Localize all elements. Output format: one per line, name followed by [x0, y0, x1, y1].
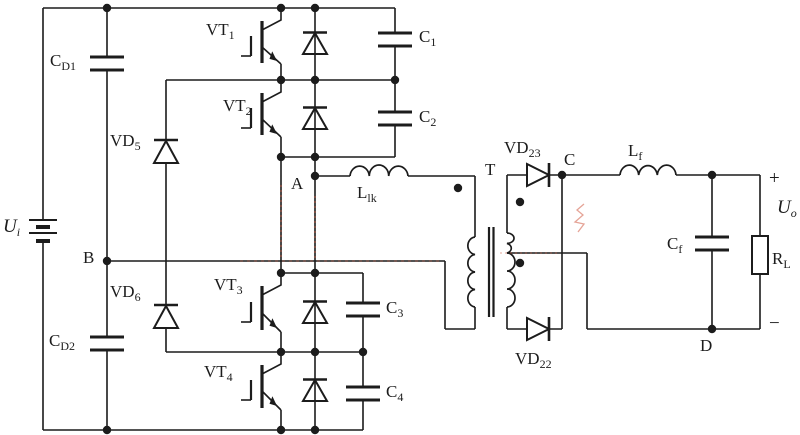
- transformer-t: [453, 183, 525, 317]
- diode-vt3-antiparallel: [301, 299, 329, 324]
- polarity-dot-secondary-top: [515, 197, 525, 207]
- label-node-b: B: [83, 248, 95, 267]
- label-vt1: VT1: [206, 20, 235, 42]
- polarity-dot-secondary-bottom: [515, 258, 525, 268]
- label-vt2: VT2: [223, 96, 252, 118]
- diode-vt1-antiparallel: [301, 30, 329, 55]
- label-vt3: VT3: [214, 275, 243, 297]
- label-plus: +: [769, 168, 780, 189]
- label-cd2: CD2: [49, 331, 76, 353]
- label-c1: C1: [419, 27, 437, 49]
- capacitor-cf: [695, 235, 729, 252]
- wires: [42, 7, 761, 431]
- label-cd1: CD1: [50, 51, 77, 73]
- label-vt4: VT4: [204, 362, 233, 384]
- label-llk: Llk: [357, 183, 377, 205]
- transformer-core: [487, 227, 495, 317]
- battery-ui: [29, 219, 57, 243]
- label-vd5: VD5: [110, 131, 141, 153]
- capacitor-c1: [378, 31, 412, 48]
- igbt-vt1: [241, 8, 282, 80]
- resistor-rl: [751, 235, 769, 275]
- label-c4: C4: [386, 382, 404, 404]
- capacitor-c3: [346, 301, 380, 318]
- diode-vd6: [152, 303, 180, 329]
- label-c3: C3: [386, 298, 404, 320]
- transformer-primary-winding: [467, 236, 476, 308]
- label-minus: −: [769, 313, 780, 334]
- label-node-a: A: [291, 174, 304, 193]
- label-vd22: VD22: [515, 349, 552, 371]
- igbt-vt2: [241, 80, 282, 157]
- igbt-vt4: [241, 352, 282, 430]
- diode-vd23: [526, 162, 552, 188]
- transformer-secondary-winding: [506, 232, 516, 308]
- label-cf: Cf: [667, 234, 683, 256]
- scan-artifact-red: [240, 185, 586, 262]
- capacitor-cd2: [90, 335, 124, 352]
- junction-dots: [102, 3, 717, 435]
- label-node-d: D: [700, 336, 713, 355]
- label-rl: RL: [772, 249, 791, 271]
- polarity-dot-primary: [453, 183, 463, 193]
- diode-vt4-antiparallel: [301, 377, 329, 402]
- label-vd6: VD6: [110, 282, 141, 304]
- label-vd23: VD23: [504, 138, 541, 160]
- label-node-c: C: [564, 150, 576, 169]
- inductor-lf: [619, 164, 677, 176]
- capacitor-c4: [346, 385, 380, 402]
- diode-vt2-antiparallel: [301, 105, 329, 130]
- diode-vd5: [152, 138, 180, 164]
- label-t: T: [485, 160, 496, 179]
- igbt-vt3: [241, 273, 282, 352]
- label-ui: Ui: [3, 216, 21, 239]
- capacitor-c2: [378, 110, 412, 127]
- label-c2: C2: [419, 107, 437, 129]
- diode-vd22: [526, 316, 552, 342]
- inductor-llk: [349, 164, 409, 177]
- label-uo: Uo: [777, 197, 797, 220]
- capacitor-cd1: [90, 55, 124, 72]
- label-lf: Lf: [628, 141, 643, 163]
